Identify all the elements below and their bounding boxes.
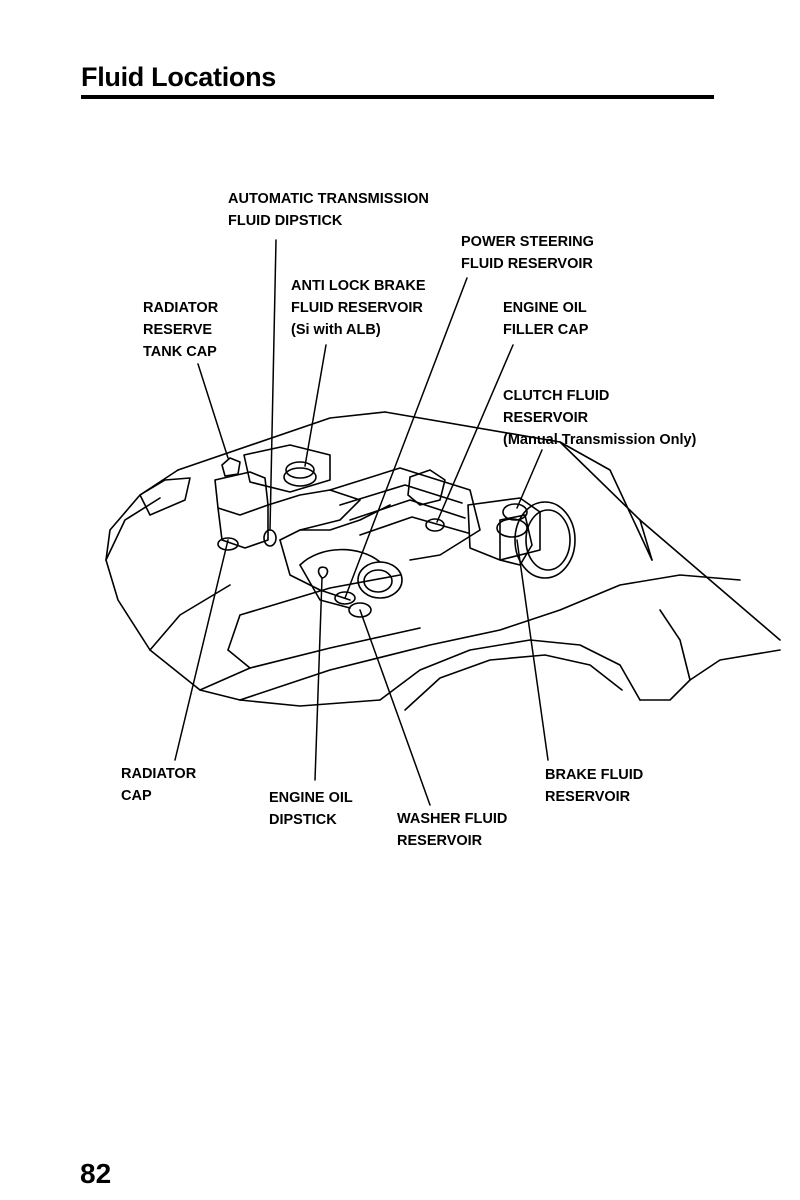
label-engine-oil-filler-cap: ENGINE OIL FILLER CAP: [503, 300, 589, 338]
page-title: Fluid Locations: [81, 62, 276, 92]
label-anti-lock-brake: ANTI LOCK BRAKE FLUID RESERVOIR (Si with…: [291, 278, 426, 338]
label-atf-dipstick: AUTOMATIC TRANSMISSION FLUID DIPSTICK: [228, 191, 429, 229]
label-power-steering: POWER STEERING FLUID RESERVOIR: [461, 234, 594, 272]
title-rule: [81, 95, 714, 99]
leader-lines: [174, 239, 549, 806]
label-engine-oil-dipstick: ENGINE OIL DIPSTICK: [269, 790, 353, 828]
label-brake-fluid-reservoir: BRAKE FLUID RESERVOIR: [545, 767, 644, 805]
page-number: 82: [80, 1158, 112, 1189]
engine-components: [214, 444, 576, 618]
label-radiator-reserve-tank-cap: RADIATOR RESERVE TANK CAP: [143, 300, 219, 360]
label-clutch-fluid-reservoir: CLUTCH FLUID RESERVOIR (Manual Transmiss…: [503, 388, 697, 448]
label-washer-fluid-reservoir: WASHER FLUID RESERVOIR: [397, 811, 508, 849]
car-body: [105, 411, 781, 711]
label-radiator-cap: RADIATOR CAP: [121, 766, 197, 804]
